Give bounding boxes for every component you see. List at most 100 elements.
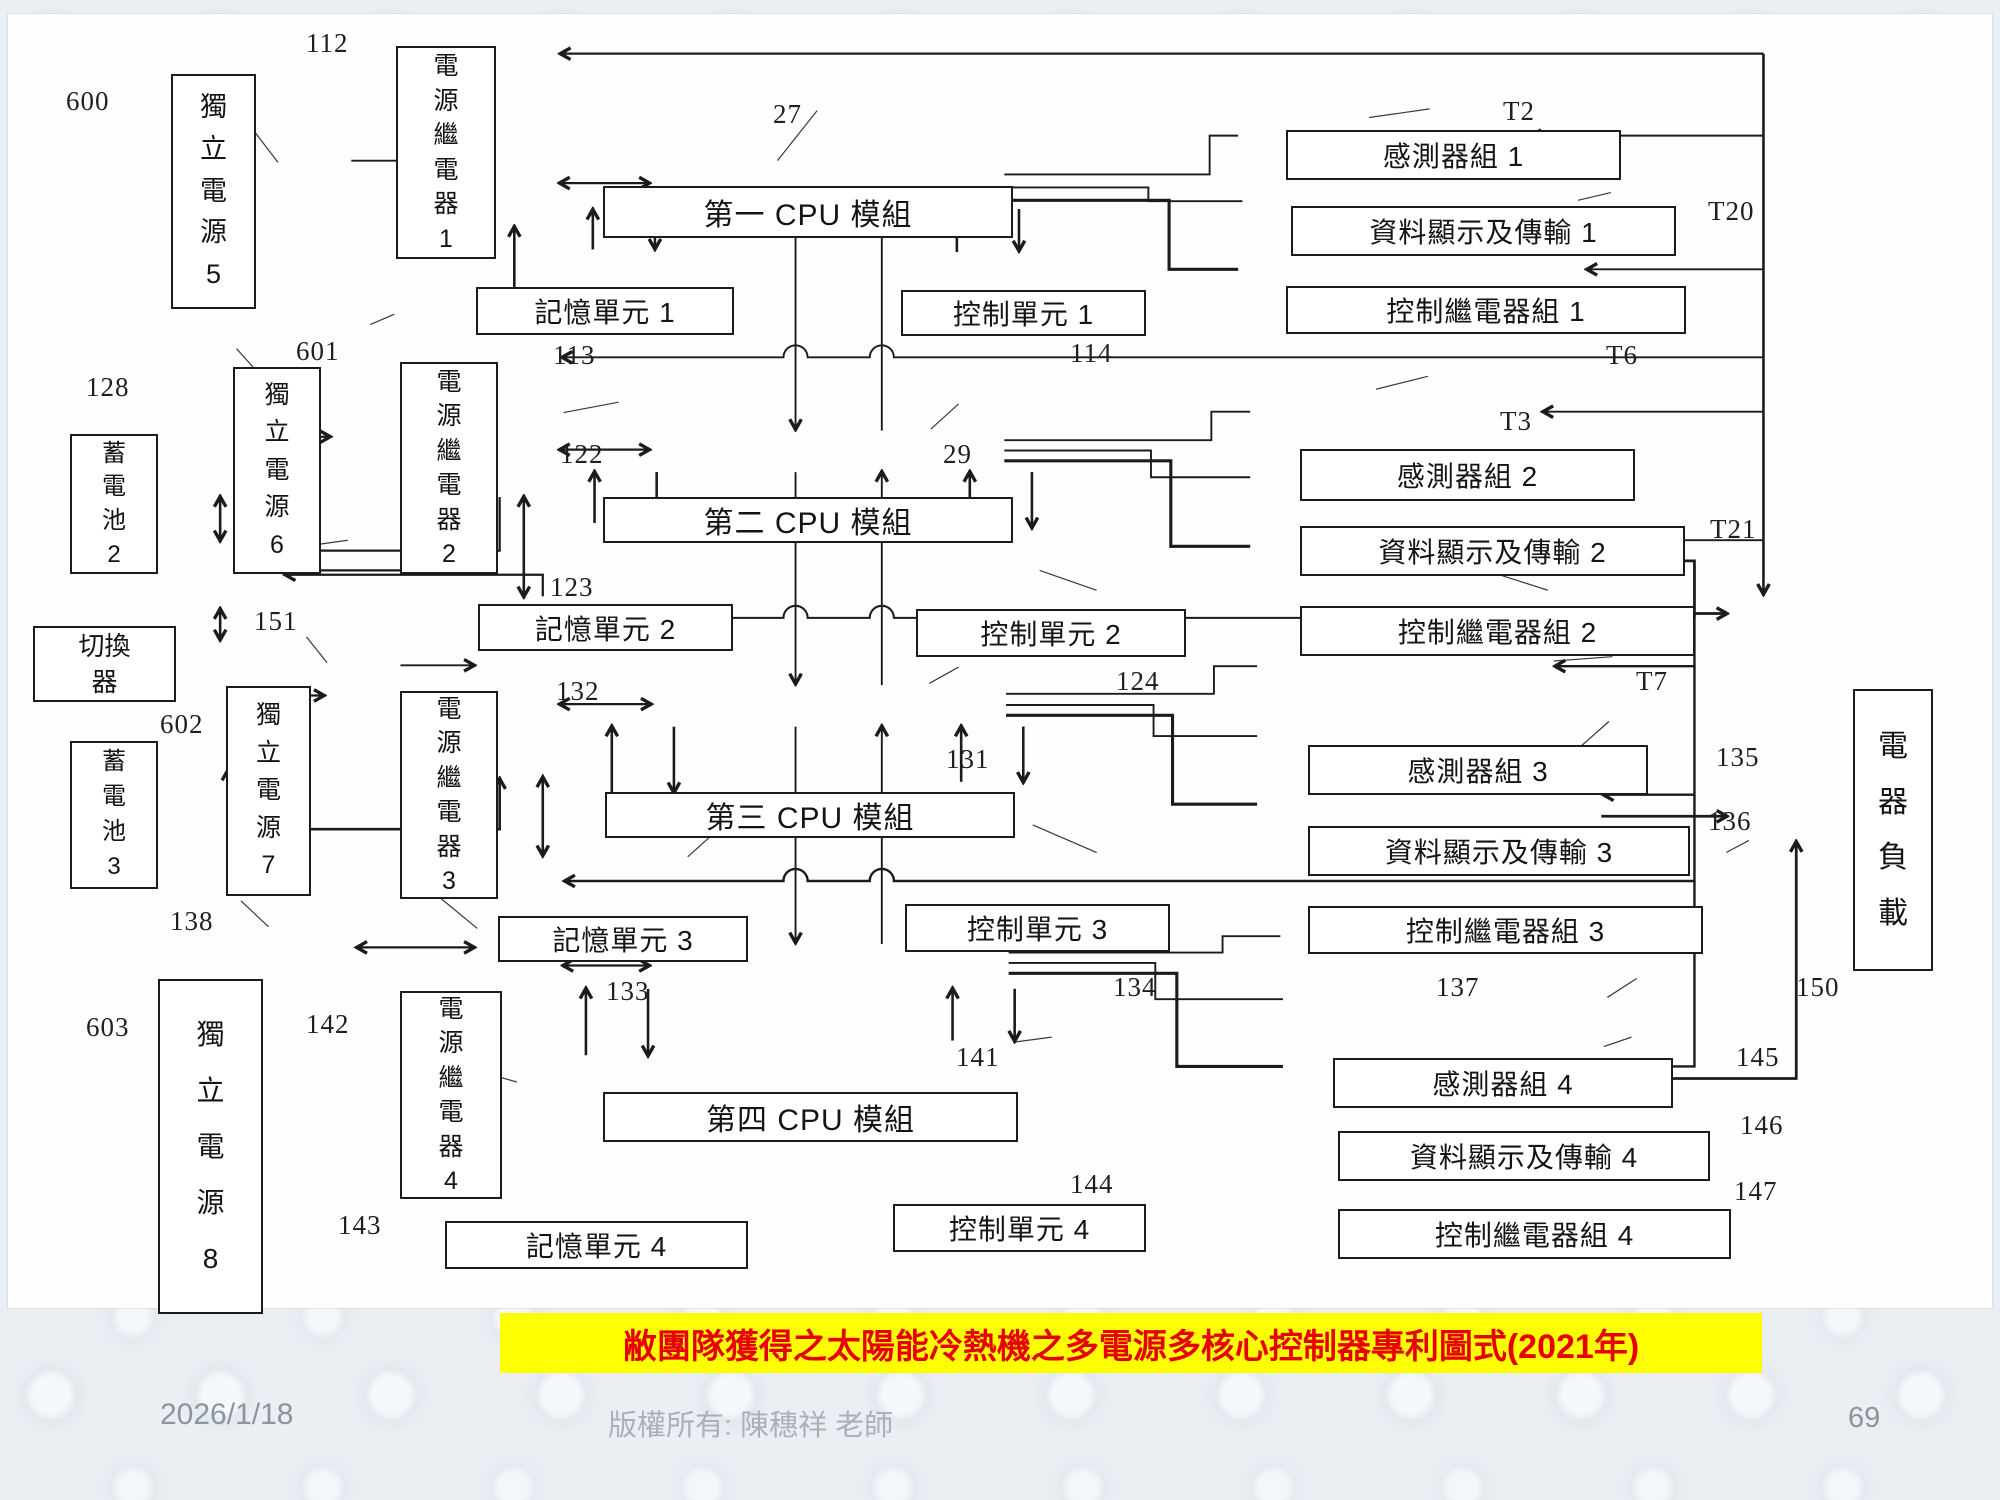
box-label-sens2: 感測器組 2: [1396, 461, 1539, 492]
ref-label-132: 132: [556, 676, 600, 706]
ref-label-150: 150: [1796, 972, 1840, 1002]
box-sens1: 感測器組 1: [1286, 130, 1621, 180]
box-label-data1: 資料顯示及傳輸 1: [1369, 217, 1598, 248]
ref-label-122: 122: [560, 439, 604, 469]
ref-label-113: 113: [553, 340, 596, 370]
box-ctrl3: 控制單元 3: [905, 904, 1170, 952]
box-label-relay1: 電源繼電器1: [433, 52, 459, 253]
box-mem1: 記憶單元 1: [476, 287, 734, 335]
box-label-data3: 資料顯示及傳輸 3: [1384, 837, 1614, 868]
box-label-sens4: 感測器組 4: [1432, 1069, 1574, 1100]
box-sens3: 感測器組 3: [1308, 745, 1648, 795]
box-label-ctrl2: 控制單元 2: [980, 619, 1122, 650]
ref-label-27: 27: [773, 99, 802, 129]
box-ctrl1: 控制單元 1: [901, 290, 1146, 336]
box-crel4: 控制繼電器組 4: [1338, 1209, 1731, 1259]
ref-label-600: 600: [66, 86, 110, 116]
box-label-relay2: 電源繼電器2: [436, 367, 462, 569]
ref-label-144: 144: [1070, 1169, 1114, 1199]
box-indep6: 獨立電源6: [233, 367, 321, 574]
box-data1: 資料顯示及傳輸 1: [1291, 206, 1676, 256]
ref-label-T20: T20: [1708, 196, 1755, 226]
ref-label-T6: T6: [1606, 340, 1638, 370]
box-cpu4: 第四 CPU 模組: [603, 1092, 1018, 1142]
ref-label-T7: T7: [1636, 666, 1668, 696]
box-label-mem2: 記憶單元 2: [534, 613, 677, 645]
ref-label-136: 136: [1708, 806, 1752, 836]
ref-label-602: 602: [160, 709, 204, 739]
ref-label-123: 123: [550, 572, 594, 602]
box-label-cpu1: 第一 CPU 模組: [703, 199, 913, 232]
box-label-relay4: 電源繼電器4: [438, 994, 464, 1196]
box-mem2: 記憶單元 2: [478, 604, 733, 651]
box-crel1: 控制繼電器組 1: [1286, 286, 1686, 334]
box-mem4: 記憶單元 4: [445, 1221, 748, 1269]
box-crel2: 控制繼電器組 2: [1300, 606, 1695, 656]
box-label-ctrl3: 控制單元 3: [966, 914, 1109, 945]
ref-label-143: 143: [338, 1210, 382, 1240]
ref-label-T2: T2: [1503, 96, 1535, 126]
box-ctrl4: 控制單元 4: [893, 1204, 1146, 1252]
box-label-switcher: 切換器: [78, 630, 131, 697]
box-label-mem3: 記憶單元 3: [552, 925, 694, 956]
box-load: 電器負載: [1853, 689, 1933, 971]
box-relay2: 電源繼電器2: [400, 362, 498, 574]
footer-date: 2026/1/18: [160, 1398, 294, 1431]
box-sens2: 感測器組 2: [1300, 449, 1635, 501]
box-label-crel4: 控制繼電器組 4: [1434, 1220, 1635, 1251]
footer-page-number: 69: [1848, 1402, 1881, 1434]
box-indep7: 獨立電源7: [226, 686, 311, 896]
box-label-batt2: 蓄電池2: [102, 439, 126, 568]
ref-label-T3: T3: [1500, 406, 1532, 436]
footer-copyright: 版權所有: 陳穗祥 老師: [608, 1410, 894, 1442]
box-label-indep6: 獨立電源6: [264, 380, 290, 559]
box-batt3: 蓄電池3: [70, 741, 158, 889]
ref-label-601: 601: [296, 336, 340, 366]
box-label-ctrl4: 控制單元 4: [948, 1214, 1091, 1245]
box-cpu2: 第二 CPU 模組: [603, 497, 1013, 543]
box-ctrl2: 控制單元 2: [916, 609, 1186, 657]
box-label-ctrl1: 控制單元 1: [952, 299, 1095, 330]
ref-label-138: 138: [170, 906, 214, 936]
box-cpu1: 第一 CPU 模組: [603, 186, 1013, 238]
diagram-panel: 獨立電源5 電源繼電器1 第一 CPU 模組記憶單元 1 控制單元 1 感測器組 1 資料…: [8, 14, 1992, 1314]
box-label-indep8: 獨立電源8: [196, 1018, 225, 1274]
patent-title-text: 敝團隊獲得之太陽能冷熱機之多電源多核心控制器專利圖式(2021年): [622, 1327, 1640, 1366]
box-relay4: 電源繼電器4: [400, 991, 502, 1199]
ref-label-133: 133: [606, 976, 650, 1006]
ref-label-T21: T21: [1710, 514, 1757, 544]
box-crel3: 控制繼電器組 3: [1308, 906, 1703, 954]
box-label-indep7: 獨立電源7: [255, 701, 281, 880]
box-label-crel2: 控制繼電器組 2: [1397, 617, 1598, 648]
box-label-data4: 資料顯示及傳輸 4: [1409, 1142, 1639, 1173]
box-label-sens1: 感測器組 1: [1382, 141, 1525, 172]
ref-label-142: 142: [306, 1009, 350, 1039]
ref-label-603: 603: [86, 1012, 130, 1042]
patent-title-banner: 敝團隊獲得之太陽能冷熱機之多電源多核心控制器專利圖式(2021年): [500, 1313, 1762, 1373]
box-label-crel1: 控制繼電器組 1: [1386, 296, 1586, 327]
ref-label-29: 29: [943, 439, 972, 469]
box-data2: 資料顯示及傳輸 2: [1300, 526, 1685, 576]
box-label-crel3: 控制繼電器組 3: [1405, 916, 1606, 947]
box-indep8: 獨立電源8: [158, 979, 263, 1314]
box-relay3: 電源繼電器3: [400, 691, 498, 899]
ref-label-146: 146: [1740, 1110, 1784, 1140]
box-cpu3: 第三 CPU 模組: [605, 792, 1015, 838]
box-label-cpu4: 第四 CPU 模組: [705, 1104, 915, 1137]
box-label-data2: 資料顯示及傳輸 2: [1378, 537, 1607, 568]
box-indep5: 獨立電源5: [171, 74, 256, 309]
ref-label-112: 112: [306, 28, 349, 58]
ref-label-135: 135: [1716, 742, 1760, 772]
box-label-mem1: 記憶單元 1: [534, 297, 676, 328]
ref-label-147: 147: [1734, 1176, 1778, 1206]
box-label-indep5: 獨立電源5: [200, 91, 227, 290]
ref-label-141: 141: [956, 1042, 1000, 1072]
ref-label-128: 128: [86, 372, 130, 402]
box-batt2: 蓄電池2: [70, 434, 158, 574]
box-relay1: 電源繼電器1: [396, 46, 496, 259]
box-label-mem4: 記憶單元 4: [525, 1231, 668, 1262]
ref-label-137: 137: [1436, 972, 1480, 1002]
ref-label-124: 124: [1116, 666, 1160, 696]
box-sens4: 感測器組 4: [1333, 1058, 1673, 1108]
